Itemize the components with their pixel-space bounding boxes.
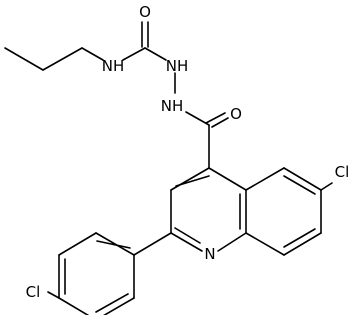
atom-label-cl-quinoline: Cl xyxy=(335,163,350,181)
atom-label-o-urea: O xyxy=(139,3,151,21)
chlorophenyl-ring xyxy=(47,232,172,315)
urea-hydrazide-linker xyxy=(122,21,229,169)
atom-label-nh-hydrazide-1: NH xyxy=(166,57,189,75)
quinoline-ring xyxy=(170,167,333,256)
atom-label-o-amide: O xyxy=(230,105,242,123)
atom-labels: O NH NH NH O Cl N Cl xyxy=(26,3,350,301)
propyl-chain xyxy=(4,47,104,71)
atom-label-nh-hydrazide-2: NH xyxy=(161,97,184,115)
atom-label-nh-propyl: NH xyxy=(102,57,125,75)
atom-label-cl-phenyl: Cl xyxy=(26,283,41,301)
atom-label-n-quinoline: N xyxy=(204,245,215,263)
